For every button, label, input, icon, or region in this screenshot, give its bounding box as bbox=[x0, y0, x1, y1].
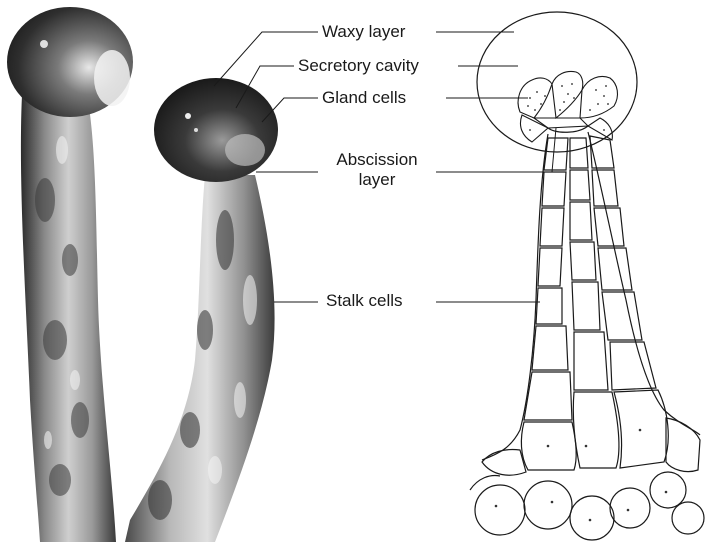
stalk-cells-left bbox=[524, 138, 572, 420]
photo-trichome-2-stalk bbox=[125, 175, 275, 542]
waxy-layer-outline bbox=[477, 12, 637, 152]
label-abscission-layer: Abscission layer bbox=[322, 150, 432, 190]
photo-trichome-2-head bbox=[154, 78, 278, 182]
label-stalk-cells: Stalk cells bbox=[326, 291, 403, 311]
label-gland-cells: Gland cells bbox=[322, 88, 406, 108]
label-waxy-layer: Waxy layer bbox=[322, 22, 405, 42]
label-abscission-line2: layer bbox=[322, 170, 432, 190]
drawing-panel bbox=[470, 12, 704, 540]
photo-panel bbox=[7, 7, 278, 542]
gland-cells-group bbox=[518, 72, 617, 143]
label-abscission-line1: Abscission bbox=[322, 150, 432, 170]
stalk-cells-middle bbox=[570, 138, 608, 390]
stalk-cells-base bbox=[482, 390, 700, 475]
label-secretory-cavity: Secretory cavity bbox=[298, 56, 419, 76]
epidermal-cells bbox=[470, 472, 704, 540]
stalk-cells-right bbox=[590, 136, 656, 390]
